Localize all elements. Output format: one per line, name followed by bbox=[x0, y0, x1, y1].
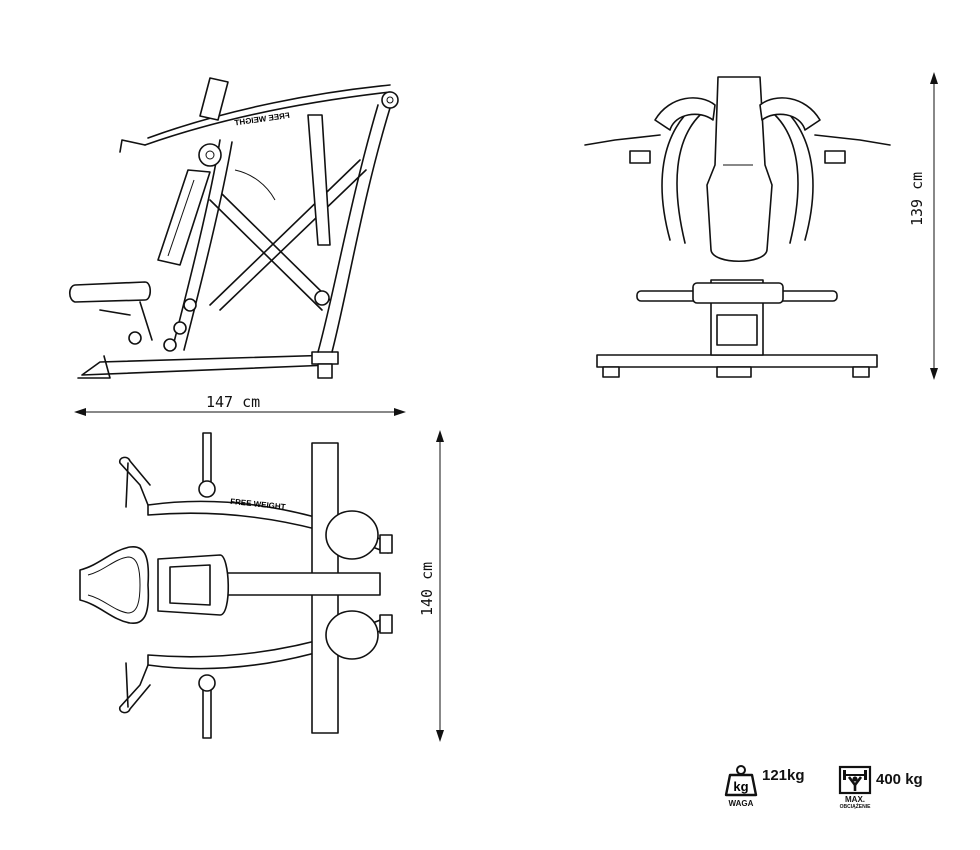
kg-weight-icon: kg WAGA bbox=[724, 765, 758, 808]
max-load-badge: MAX. OBCIĄŻENIE 400 kg bbox=[838, 765, 923, 810]
max-load-icon: MAX. OBCIĄŻENIE bbox=[838, 765, 872, 810]
height-dimension-label: 139 cm bbox=[908, 171, 926, 226]
width-dimension-label: 140 cm bbox=[418, 561, 436, 616]
kg-icon-text: kg bbox=[733, 779, 748, 794]
front-view-drawing bbox=[584, 76, 891, 378]
max-load-value: 400 kg bbox=[876, 771, 923, 788]
weight-value: 121kg bbox=[762, 767, 805, 784]
length-dimension-label: 147 cm bbox=[206, 393, 261, 411]
side-branding: FREE WEIGHT bbox=[234, 111, 290, 128]
height-dimension-line bbox=[930, 72, 938, 380]
side-view-drawing: FREE WEIGHT bbox=[68, 77, 399, 379]
length-dimension-line bbox=[74, 408, 406, 416]
max-load-label: MAX. bbox=[845, 795, 865, 804]
max-load-sublabel: OBCIĄŻENIE bbox=[839, 804, 871, 810]
top-view-drawing: FREE WEIGHT bbox=[79, 432, 393, 739]
width-dimension-line bbox=[436, 430, 444, 742]
weight-label: WAGA bbox=[728, 799, 754, 808]
weight-badge: kg WAGA 121kg bbox=[724, 765, 805, 808]
